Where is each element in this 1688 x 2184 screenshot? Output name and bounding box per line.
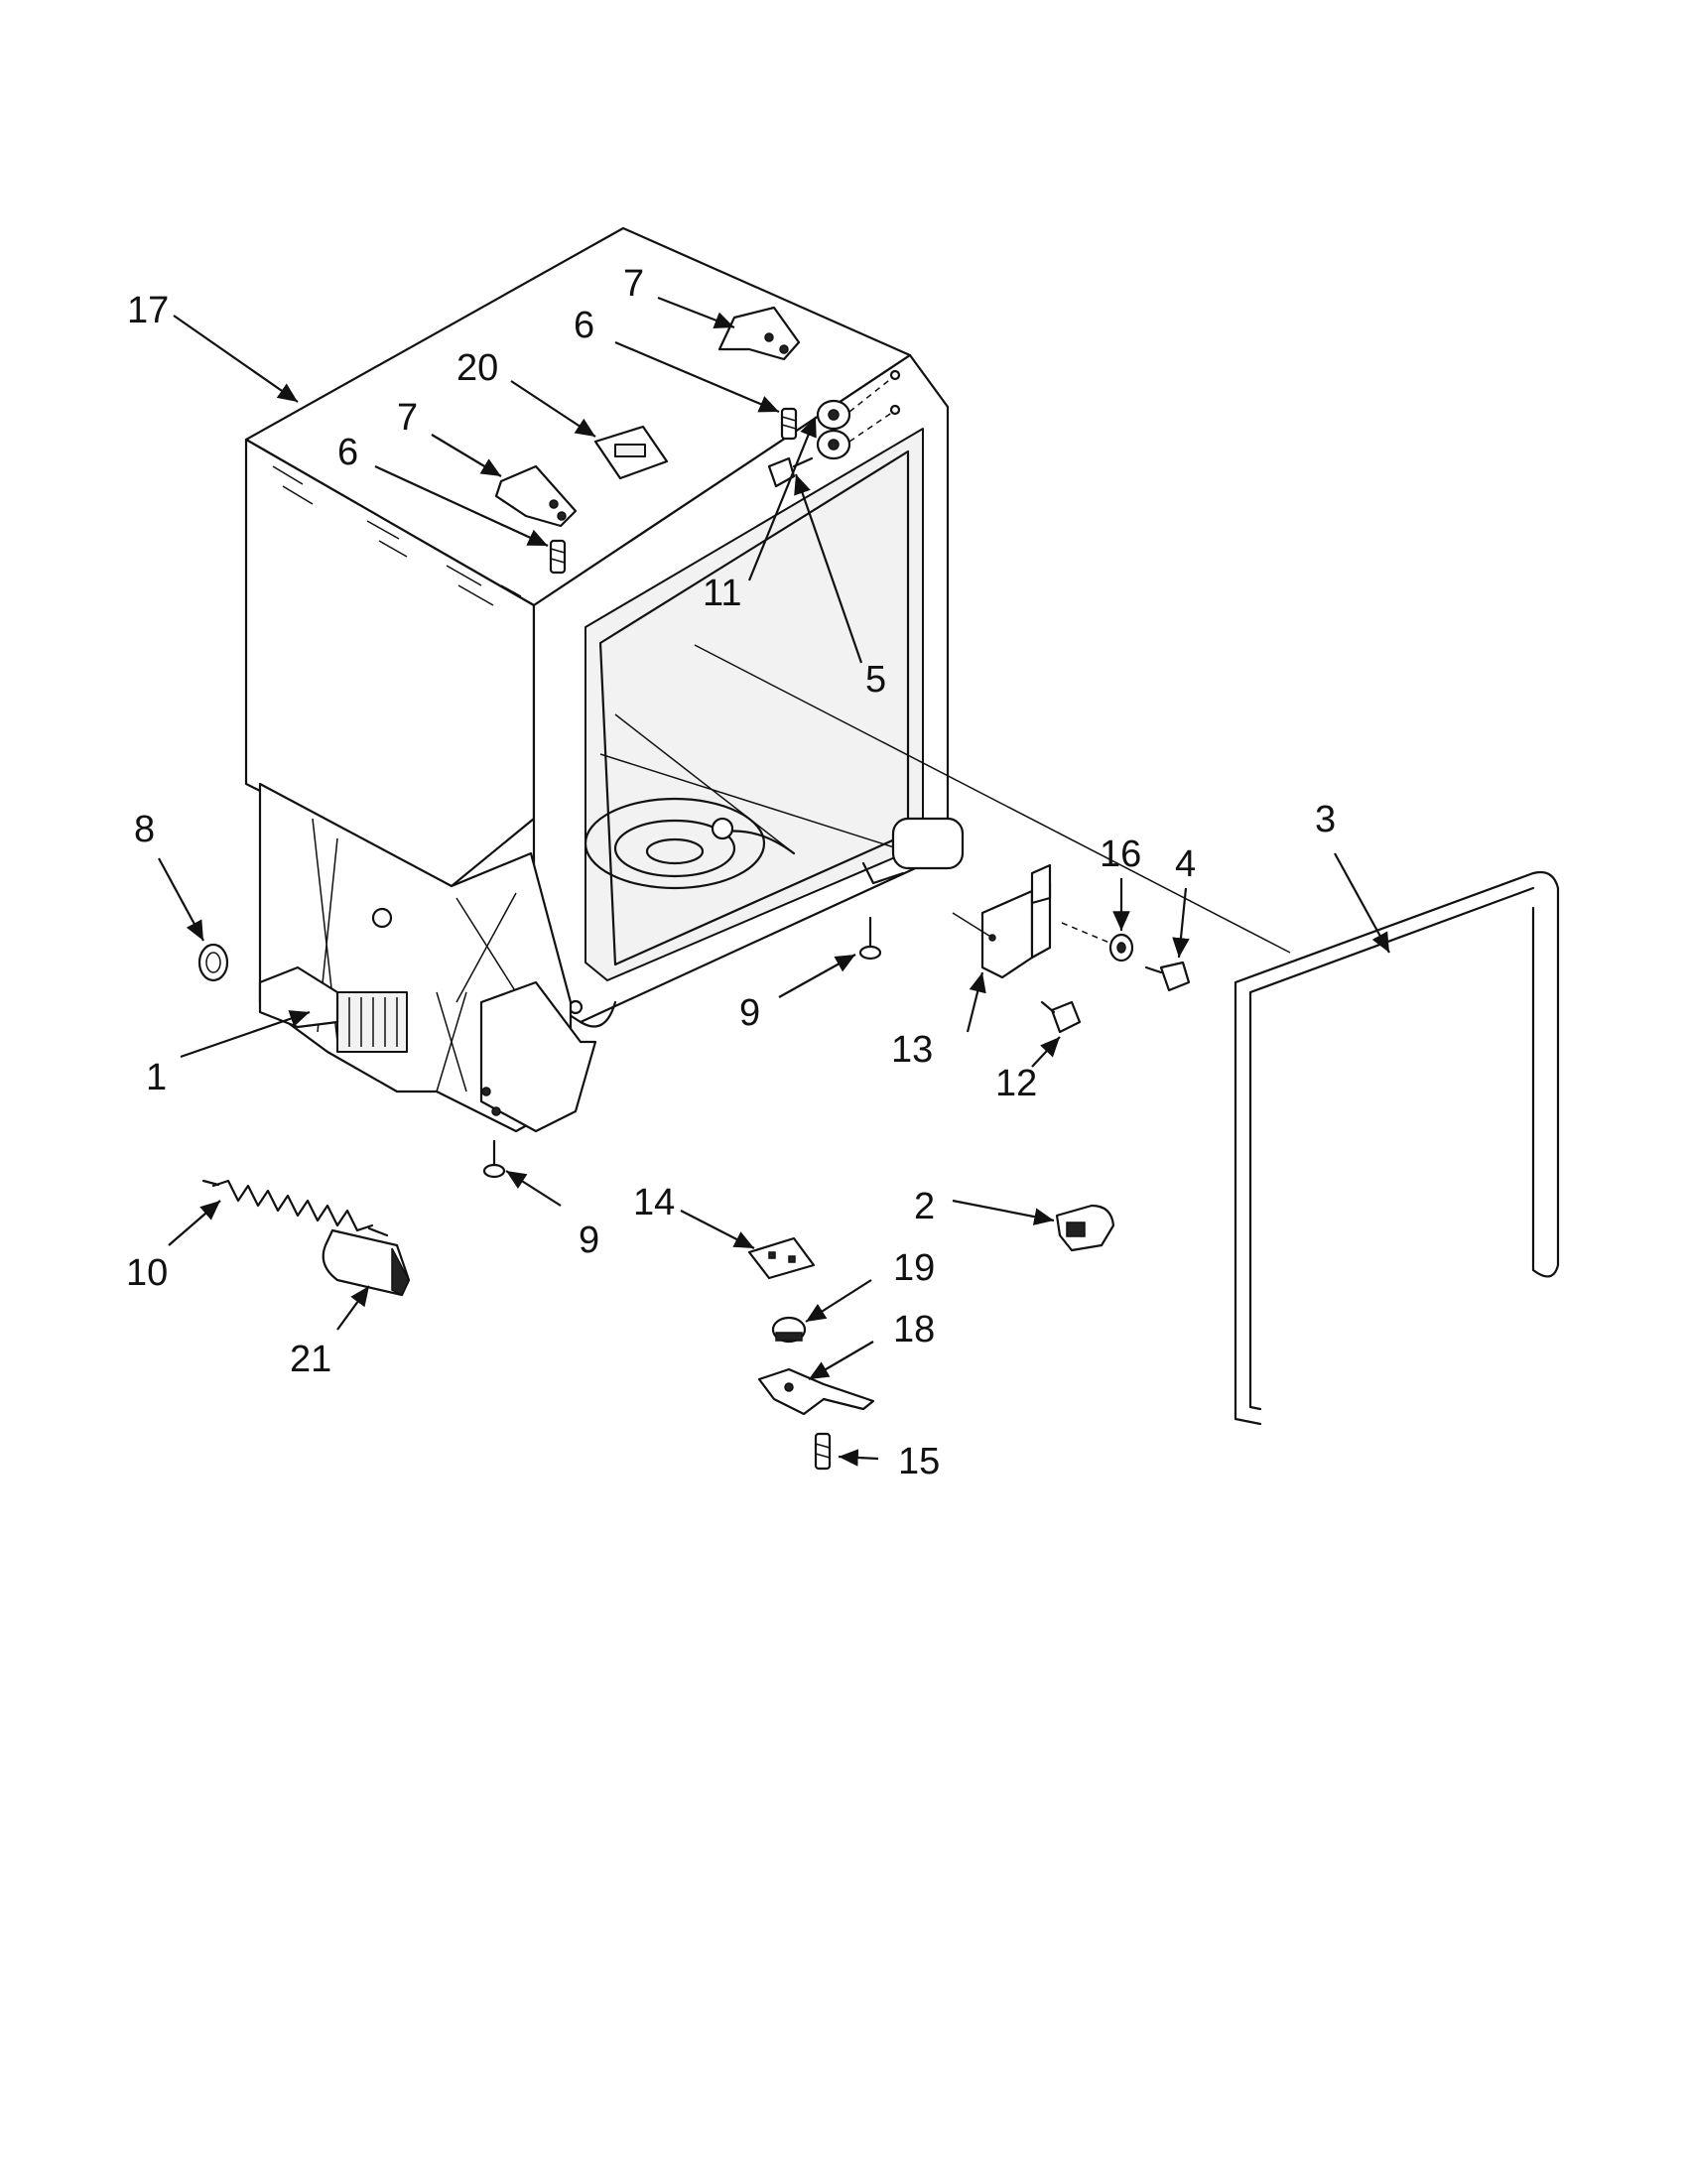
door-strike [816, 369, 901, 460]
tub-assembly [244, 226, 1291, 1028]
callout-5: 5 [865, 659, 886, 701]
latch [1055, 1204, 1115, 1252]
callout-10: 10 [126, 1252, 168, 1294]
clip [747, 1236, 816, 1280]
washer [1061, 922, 1134, 963]
thermostat [771, 1316, 807, 1344]
callout-20: 20 [456, 347, 498, 389]
callout-9b: 9 [579, 1220, 599, 1261]
callout-9a: 9 [739, 992, 760, 1034]
screw-upper [780, 407, 798, 441]
callout-11: 11 [703, 573, 741, 614]
spring [201, 1179, 389, 1237]
callout-4: 4 [1175, 843, 1196, 885]
callout-labels: 17 7 6 20 7 6 11 5 8 1 9 9 13 12 16 4 3 … [126, 263, 1336, 1482]
callout-8: 8 [134, 809, 155, 850]
callout-14: 14 [633, 1182, 675, 1223]
rating-label [593, 425, 669, 480]
callout-3: 3 [1315, 799, 1336, 840]
callout-18: 18 [893, 1309, 935, 1350]
bracket-screw [1040, 1000, 1082, 1034]
anchor-bracket [952, 863, 1052, 979]
screw-lower [549, 539, 567, 575]
leveling-leg-lower [482, 1139, 506, 1179]
callout-2: 2 [914, 1186, 935, 1227]
callout-6a: 6 [574, 305, 594, 346]
mounting-bracket-lower [494, 464, 578, 528]
callout-21: 21 [290, 1339, 331, 1380]
callout-12: 12 [995, 1063, 1037, 1104]
callout-16: 16 [1100, 834, 1141, 875]
callout-17: 17 [127, 290, 169, 331]
callout-19: 19 [893, 1247, 935, 1289]
thermostat-bracket [757, 1367, 875, 1416]
callout-6b: 6 [337, 432, 358, 473]
mounting-bracket-upper [717, 306, 801, 361]
callout-1: 1 [146, 1057, 167, 1098]
pad [322, 1228, 411, 1297]
callout-15: 15 [898, 1441, 940, 1482]
leveling-leg-upper [858, 916, 882, 961]
bracket-screw-small [814, 1432, 832, 1471]
callout-7b: 7 [397, 397, 418, 439]
callout-13: 13 [891, 1029, 933, 1071]
hex-screw [1144, 961, 1191, 992]
plug-button [197, 943, 229, 982]
base-assembly [258, 782, 597, 1133]
door-gasket [1234, 870, 1560, 1426]
leader-lines [158, 296, 1390, 1467]
callout-7a: 7 [623, 263, 644, 305]
